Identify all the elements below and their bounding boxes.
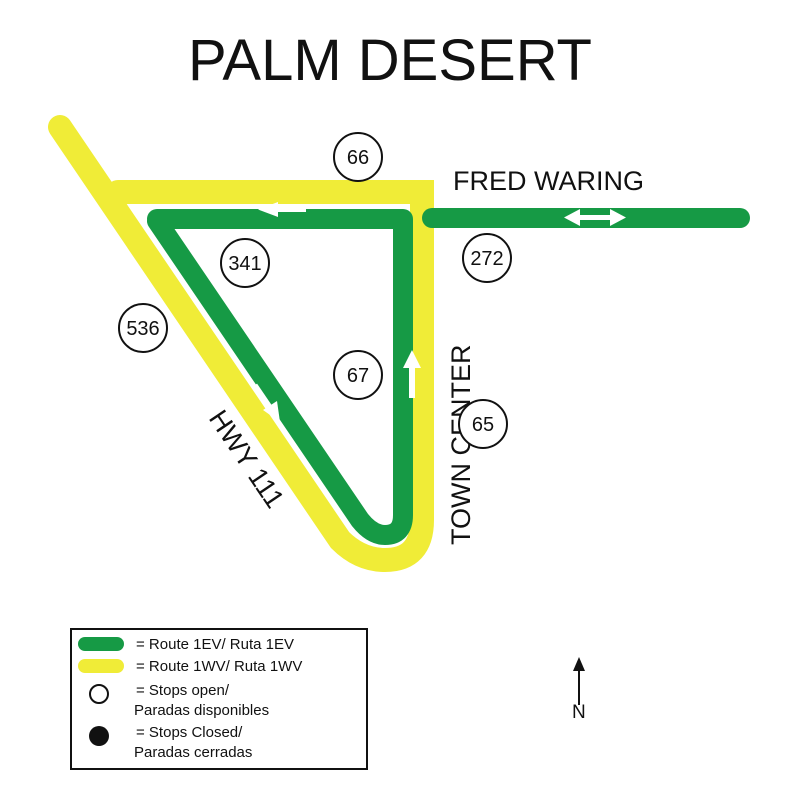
stop-label: 65	[472, 414, 494, 436]
stop-label: 272	[470, 248, 503, 270]
arrow-both-icon	[564, 209, 626, 226]
route-1ev-line	[147, 209, 413, 545]
route-1wv-line	[48, 115, 434, 573]
stop-marker[interactable]: 272	[462, 233, 512, 283]
map-title: PALM DESERT	[188, 28, 592, 93]
legend-label-route-1wv: = Route 1WV/ Ruta 1WV	[136, 658, 303, 675]
stop-label: 66	[347, 147, 369, 169]
route-map: PALM DESERT FRED WARING TOWN CENTER HWY …	[48, 28, 750, 573]
map-legend: = Route 1EV/ Ruta 1EV = Route 1WV/ Ruta …	[70, 628, 368, 770]
legend-swatch-route-1wv	[78, 659, 124, 673]
legend-label-route-1ev: = Route 1EV/ Ruta 1EV	[136, 636, 295, 653]
stop-marker[interactable]: 341	[220, 238, 270, 288]
stop-marker[interactable]: 65	[458, 399, 508, 449]
legend-label-stops-open: = Stops open/	[136, 682, 229, 699]
arrow-down-right-icon	[252, 383, 280, 422]
open-stop-icon	[89, 684, 109, 704]
stop-label: 536	[126, 318, 159, 340]
stop-marker[interactable]: 66	[333, 132, 383, 182]
stop-marker[interactable]: 67	[333, 350, 383, 400]
legend-label-stops-closed: = Stops Closed/	[136, 724, 243, 741]
arrow-left-icon	[258, 202, 306, 217]
legend-label-stops-closed-es: Paradas cerradas	[134, 744, 253, 761]
legend-swatch-route-1ev	[78, 637, 124, 651]
arrow-up-icon	[403, 350, 421, 398]
stop-label: 67	[347, 365, 369, 387]
legend-label-stops-open-es: Paradas disponibles	[134, 702, 270, 719]
closed-stop-icon	[89, 726, 109, 746]
north-arrow-icon	[573, 657, 585, 705]
street-label-fred-waring: FRED WARING	[453, 166, 644, 196]
compass-label: N	[572, 702, 586, 723]
stop-label: 341	[228, 253, 261, 275]
stop-marker[interactable]: 536	[118, 303, 168, 353]
